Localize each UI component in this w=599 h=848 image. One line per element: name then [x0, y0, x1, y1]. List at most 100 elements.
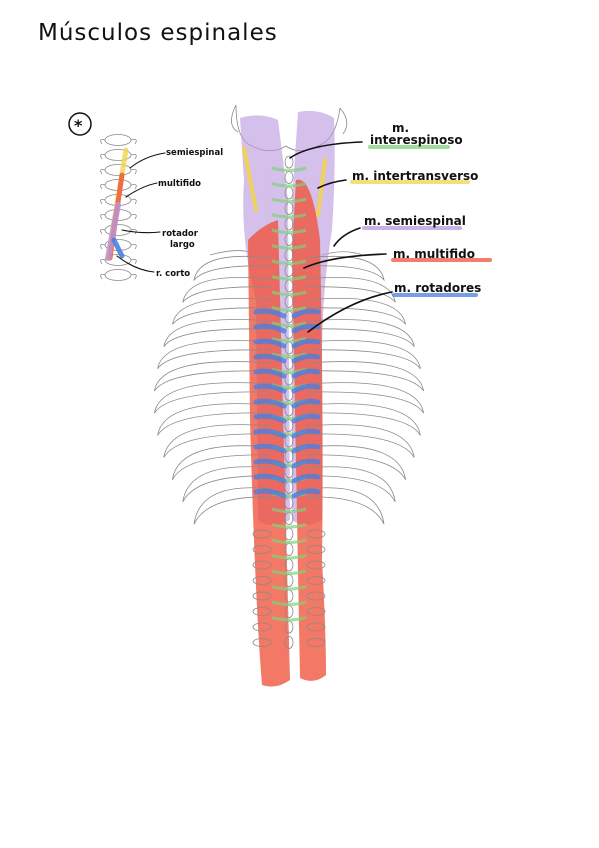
rotador-band-right — [291, 488, 321, 499]
rotador-band-left — [253, 428, 287, 439]
label-interespinoso-prefix: m. — [392, 121, 409, 135]
interespinoso-band — [271, 585, 307, 591]
inset-marker: * — [74, 116, 83, 135]
rotador-band-left — [253, 383, 287, 394]
rib-right — [305, 466, 396, 503]
label-semiespinal: m. semiespinal — [364, 214, 466, 228]
spinous-process — [284, 155, 294, 169]
inset-transverse-right — [130, 244, 137, 250]
transverse-process-left — [252, 607, 272, 616]
rib-left — [193, 255, 273, 282]
rib-left — [182, 466, 273, 503]
mastoid-left — [231, 104, 239, 133]
rotador-band-right — [291, 338, 321, 349]
interespinoso-band — [271, 244, 307, 250]
label-rotadores: m. rotadores — [394, 281, 481, 295]
inset-leader-multifido — [125, 182, 158, 198]
clavicle-left — [209, 250, 251, 256]
rib-right — [305, 255, 385, 282]
transverse-process-left — [252, 576, 272, 585]
interespinoso-band — [271, 321, 307, 327]
inset-leader-semiespinal — [129, 152, 166, 169]
rib-right — [305, 487, 385, 525]
rib-right — [305, 403, 421, 436]
interespinoso-band — [271, 166, 307, 172]
page-title: Músculos espinales — [38, 20, 278, 46]
rib-right — [305, 445, 407, 480]
rotador-band-right — [291, 458, 321, 469]
transverse-process-left — [252, 529, 272, 539]
interespinoso-band — [271, 290, 307, 296]
inset-leader-rotador-corto — [116, 255, 155, 273]
rib-right — [305, 361, 424, 392]
rotadores-bands — [253, 308, 321, 499]
inset-transverse-right — [130, 214, 137, 220]
inset-transverse-right — [130, 229, 137, 235]
inset-leader-rotador-largo — [121, 229, 161, 234]
transverse-process-right — [306, 545, 326, 554]
rotador-band-right — [291, 413, 321, 424]
interespinoso-band — [271, 337, 307, 343]
transverse-process-right — [306, 622, 326, 632]
mastoid-right — [339, 107, 348, 135]
inset-transverse-left — [100, 169, 106, 175]
leader-interespinoso — [289, 141, 363, 159]
transverse-process-right — [306, 560, 326, 570]
inset-transverse-right — [130, 154, 137, 160]
interespinoso-band — [271, 538, 307, 544]
inset-transverse-right — [130, 199, 137, 205]
rotador-band-left — [253, 338, 287, 349]
rotador-band-right — [291, 428, 321, 439]
interespinoso-band — [271, 616, 307, 622]
spinous-process — [284, 527, 294, 541]
interespinoso-band — [271, 306, 307, 312]
rib-cage — [154, 255, 424, 525]
rotador-band-right — [291, 443, 321, 454]
rotador-band-left — [253, 413, 287, 424]
inset-transverse-left — [100, 274, 106, 280]
inset-vertebra — [104, 269, 132, 281]
interespinoso-band — [271, 600, 307, 606]
transverse-process-left — [252, 560, 272, 570]
rotador-band-left — [253, 323, 287, 334]
rotador-band-right — [291, 353, 321, 364]
inset-transverse-left — [100, 139, 106, 145]
rotador-band-right — [291, 368, 321, 379]
rib-right — [305, 424, 415, 458]
inset-rotador-corto-strip — [111, 237, 125, 259]
transverse-process-right — [306, 607, 326, 616]
rib-left — [193, 487, 273, 525]
interespinoso-band — [271, 507, 307, 513]
rib-left — [182, 276, 273, 303]
rotador-band-right — [291, 383, 321, 394]
spinous-process — [284, 636, 294, 649]
transverse-process-left — [252, 545, 272, 554]
label-multifido: m. multifido — [393, 247, 475, 261]
inset-label-semiespinal: semiespinal — [166, 148, 223, 158]
interespinoso-band — [271, 259, 307, 265]
transverse-process-right — [306, 591, 326, 601]
interespinoso-band — [271, 554, 307, 560]
interespinoso-band — [271, 569, 307, 575]
inset-transverse-left — [100, 229, 106, 235]
inset-transverse-right — [130, 184, 137, 190]
rotador-band-left — [253, 443, 287, 454]
rib-left — [163, 424, 273, 458]
interespinoso-band — [271, 182, 307, 188]
inset-label-rotador-corto: r. corto — [156, 269, 190, 279]
rib-left — [163, 319, 273, 347]
inset-transverse-right — [130, 169, 137, 175]
label-interespinoso: interespinoso — [370, 133, 463, 147]
spinous-process — [284, 171, 294, 184]
rib-left — [157, 403, 273, 436]
inset-label-rotador-largo-2: largo — [170, 240, 195, 250]
transverse-process-right — [306, 638, 326, 647]
interespinoso-band — [271, 197, 307, 203]
rib-right — [305, 276, 396, 303]
inset-label-rotador-largo-1: rotador — [162, 229, 199, 239]
rib-left — [157, 340, 273, 370]
rotador-band-left — [253, 398, 287, 409]
inset-rotador-largo-strip — [105, 202, 121, 261]
transverse-process-left — [252, 638, 272, 647]
